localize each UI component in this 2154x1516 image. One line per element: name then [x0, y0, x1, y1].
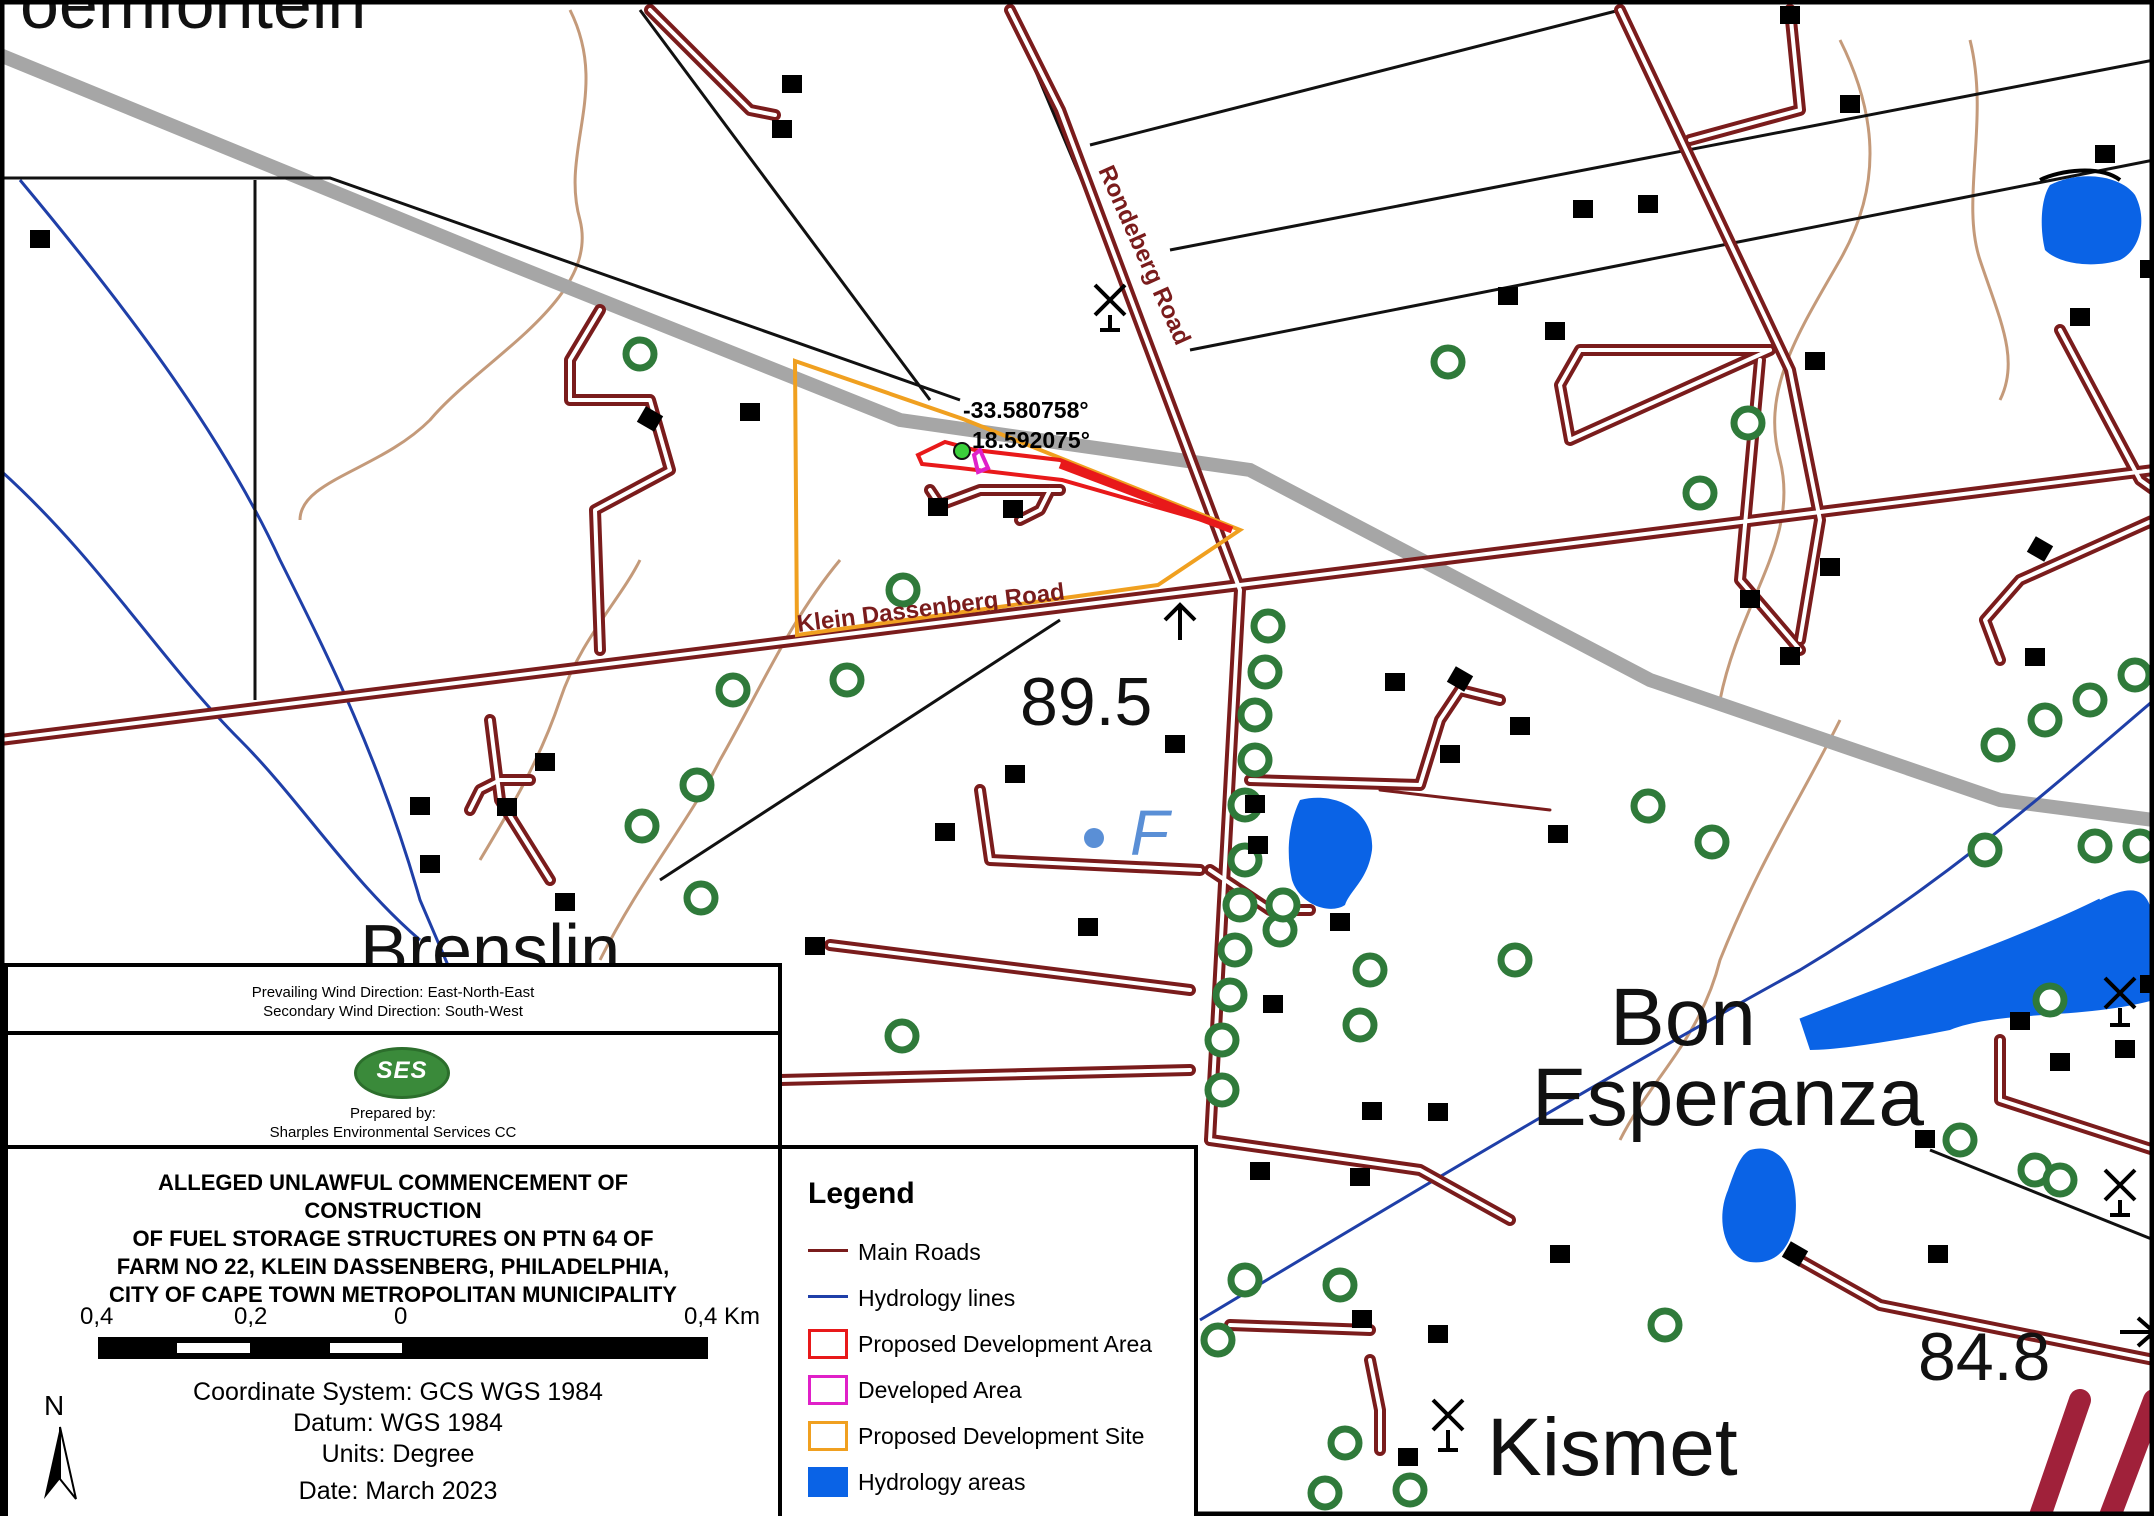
coordinate-system-text: Coordinate System: GCS WGS 1984	[193, 1378, 603, 1406]
prepared-by-panel: SES Prepared by: Sharples Environmental …	[4, 1031, 782, 1149]
title-line-3: OF FUEL STORAGE STRUCTURES ON PTN 64 OF	[132, 1226, 654, 1251]
prevailing-wind-text: Prevailing Wind Direction: East-North-Ea…	[251, 984, 535, 1001]
legend-item-hydrology-areas: Hydrology areas	[808, 1461, 1198, 1501]
scale-label-0: 0,4	[80, 1303, 114, 1330]
box-magenta-outline-icon	[808, 1375, 848, 1405]
legend-item-hydrology-lines: Hydrology lines	[808, 1277, 1198, 1317]
box-red-outline-icon	[808, 1329, 848, 1359]
cross-symbols	[1093, 283, 2137, 1452]
spot-height-b: 84.8	[1918, 1319, 2050, 1395]
date-text: Date: March 2023	[298, 1477, 498, 1505]
box-orange-outline-icon	[808, 1421, 848, 1451]
place-label-top-left: oemfontein	[20, 0, 366, 43]
place-label-kismet: Kismet	[1487, 1402, 1738, 1493]
water-edge	[2039, 168, 2122, 182]
scale-label-3: 0,4 Km	[684, 1303, 761, 1330]
line-blue-icon	[808, 1295, 848, 1298]
legend-item-main-roads: Main Roads	[808, 1231, 1198, 1271]
legend-panel: Legend Main Roads Hydrology lines Propos…	[778, 1145, 1198, 1516]
building-squares	[30, 6, 2154, 1466]
north-label: N	[44, 1390, 64, 1421]
wind-direction-panel: Prevailing Wind Direction: East-North-Ea…	[4, 963, 782, 1035]
title-panel: ALLEGED UNLAWFUL COMMENCEMENT OF CONSTRU…	[4, 1145, 782, 1516]
vegetation-symbols	[622, 336, 2154, 1511]
scale-label-1: 0,2	[234, 1303, 268, 1330]
title-line-2: CONSTRUCTION	[304, 1198, 482, 1223]
place-label-bon: Bon	[1610, 972, 1756, 1063]
title-line-5: CITY OF CAPE TOWN METROPOLITAN MUNICIPAL…	[109, 1282, 677, 1307]
site-latitude-label: -33.580758°	[963, 397, 1089, 423]
site-longitude-label: 18.592075°	[972, 427, 1090, 453]
hydrology-areas	[1288, 176, 2154, 1263]
ses-logo: SES	[354, 1047, 450, 1099]
north-arrow: N	[32, 1389, 92, 1509]
title-line-4: FARM NO 22, KLEIN DASSENBERG, PHILADELPH…	[116, 1254, 670, 1279]
scale-bar	[98, 1337, 708, 1359]
map-title: ALLEGED UNLAWFUL COMMENCEMENT OF CONSTRU…	[48, 1169, 738, 1309]
legend-item-developed-area: Developed Area	[808, 1369, 1198, 1409]
title-line-1: ALLEGED UNLAWFUL COMMENCEMENT OF	[157, 1170, 629, 1195]
datum-text: Datum: WGS 1984	[293, 1409, 503, 1437]
box-blue-fill-icon	[808, 1467, 848, 1497]
place-label-esperanza: Esperanza	[1532, 1052, 1924, 1143]
secondary-wind-text: Secondary Wind Direction: South-West	[263, 1003, 523, 1020]
legend-item-proposed-development-area: Proposed Development Area	[808, 1323, 1198, 1363]
site-location-point	[953, 442, 971, 460]
grey-track	[0, 48, 2154, 827]
access-road-red	[1058, 461, 1234, 534]
scale-label-2: 0	[394, 1303, 408, 1330]
spot-height-arrows	[1163, 602, 2154, 1348]
legend-item-proposed-development-site: Proposed Development Site	[808, 1415, 1198, 1455]
line-dark-red-icon	[808, 1249, 848, 1252]
prepared-by-label: Prepared by:	[350, 1105, 436, 1122]
main-roads	[0, 4, 2154, 1516]
legend-title: Legend	[808, 1177, 915, 1210]
marker-dot	[1084, 828, 1104, 848]
units-text: Units: Degree	[321, 1440, 475, 1468]
proposed-development-site	[792, 358, 1245, 638]
company-name: Sharples Environmental Services CC	[269, 1124, 517, 1141]
north-arrow-icon	[44, 1427, 60, 1499]
developed-area	[971, 446, 991, 475]
map-marker-letter: F	[1130, 797, 1173, 869]
hydrology-lines	[0, 179, 2154, 1322]
spot-height-a: 89.5	[1020, 664, 1152, 740]
